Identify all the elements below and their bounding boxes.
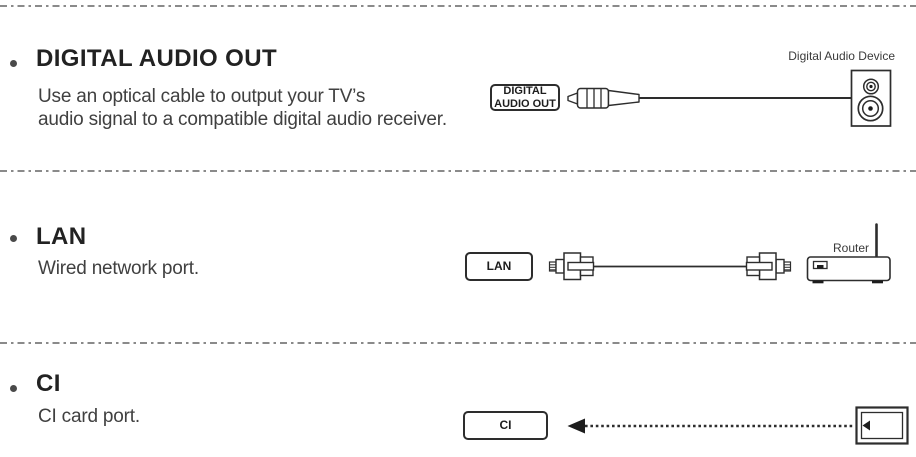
insert-arrow-left-icon [567,418,854,434]
optical-cable-diagram [567,69,892,127]
port-label-digital-audio-out: DIGITAL AUDIO OUT [490,84,560,111]
section-heading-digital-audio-out: DIGITAL AUDIO OUT [36,45,278,72]
port-label-line: DIGITAL [503,85,547,97]
section-description: CI card port. [38,406,140,429]
section-divider-middle [0,170,916,172]
description-line: audio signal to a compatible digital aud… [38,108,447,130]
ci-card-icon [855,406,909,445]
device-label-digital-audio-device: Digital Audio Device [788,49,895,63]
device-label-router: Router [833,241,870,255]
bullet-icon [10,385,17,392]
rj45-connector-right-icon [745,252,792,281]
speaker-icon [850,69,892,127]
bullet-icon [10,235,17,242]
port-label-ci: CI [463,411,548,440]
section-heading-ci: CI [36,370,61,397]
rj45-connector-left-icon [548,252,595,281]
section-heading-lan: LAN [36,223,87,250]
ethernet-port-icon [812,260,828,270]
description-line: CI card port. [38,406,140,427]
ci-arrow-diagram [567,406,909,445]
port-label-lan: LAN [465,252,533,281]
section-divider-top [0,5,916,7]
description-line: Use an optical cable to output your TV’s [38,86,366,107]
description-line: Wired network port. [38,258,199,279]
optical-connector-icon [567,87,640,109]
port-label-line: LAN [486,259,512,274]
port-label-line: AUDIO OUT [494,97,556,110]
section-description: Wired network port. [38,258,199,281]
bullet-icon [10,60,17,67]
section-divider-bottom [0,342,916,344]
section-description: Use an optical cable to output your TV’s… [38,86,447,131]
port-label-line: CI [499,418,512,433]
router-icon [806,223,891,284]
lan-cable-diagram [548,223,891,284]
